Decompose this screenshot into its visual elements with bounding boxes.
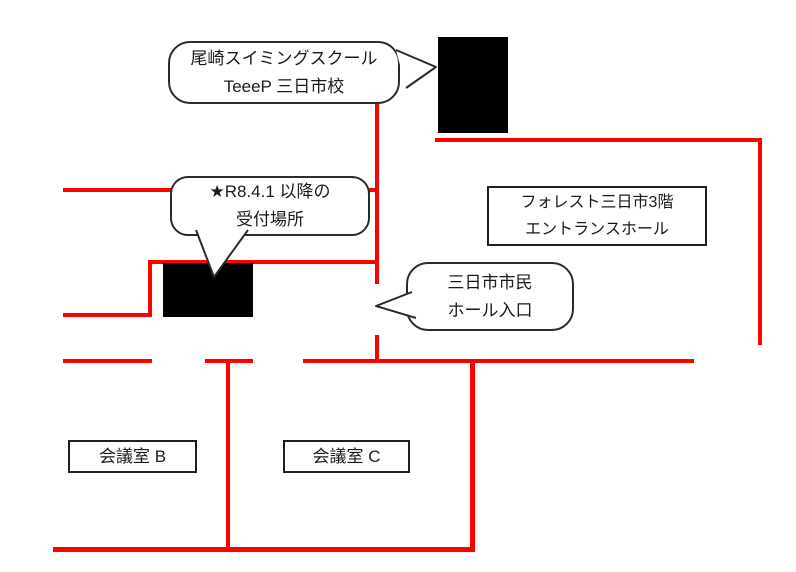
wall-bottom-horizontal xyxy=(53,547,475,552)
swimming-school-bubble-tail xyxy=(395,49,437,89)
wall-top-horizontal xyxy=(435,138,762,142)
speech-bubble-reception-location: ★R8.4.1 以降の 受付場所 xyxy=(170,176,370,236)
label-box-meeting-room-b: 会議室 B xyxy=(68,440,197,473)
black-block-reception-desk xyxy=(163,263,253,317)
meeting-room-b-label: 会議室 B xyxy=(98,447,167,466)
wall-corridor-right-segment xyxy=(303,359,694,363)
hall-entrance-line2: ホール入口 xyxy=(447,300,533,320)
wall-center-vertical-lower xyxy=(375,335,379,362)
label-box-entrance-hall: フォレスト三日市3階 エントランスホール xyxy=(487,186,707,246)
label-box-meeting-room-c: 会議室 C xyxy=(283,440,410,473)
reception-location-line1: ★R8.4.1 以降の xyxy=(209,182,331,201)
black-block-swimming-school-location xyxy=(438,37,508,133)
speech-bubble-swimming-school: 尾崎スイミングスクール TeeeP 三日市校 xyxy=(168,41,400,104)
swimming-school-line2: TeeeP 三日市校 xyxy=(223,76,345,96)
wall-room-right-vertical xyxy=(470,359,475,551)
wall-reception-bottom-horizontal xyxy=(63,313,152,317)
wall-reception-top-horizontal xyxy=(151,260,379,264)
wall-center-vertical-upper xyxy=(375,103,379,284)
wall-room-divider-vertical xyxy=(226,359,230,551)
entrance-hall-line2: エントランスホール xyxy=(525,221,669,238)
entrance-hall-line1: フォレスト三日市3階 xyxy=(520,194,674,211)
wall-right-vertical xyxy=(758,138,762,345)
wall-corridor-left-segment xyxy=(63,359,152,363)
hall-entrance-line1: 三日市市民 xyxy=(447,272,533,292)
speech-bubble-hall-entrance: 三日市市民 ホール入口 xyxy=(406,262,574,331)
swimming-school-line1: 尾崎スイミングスクール xyxy=(190,48,378,68)
wall-reception-left-vertical xyxy=(148,260,152,317)
meeting-room-c-label: 会議室 C xyxy=(312,447,381,466)
reception-location-line2: 受付場所 xyxy=(236,210,304,229)
